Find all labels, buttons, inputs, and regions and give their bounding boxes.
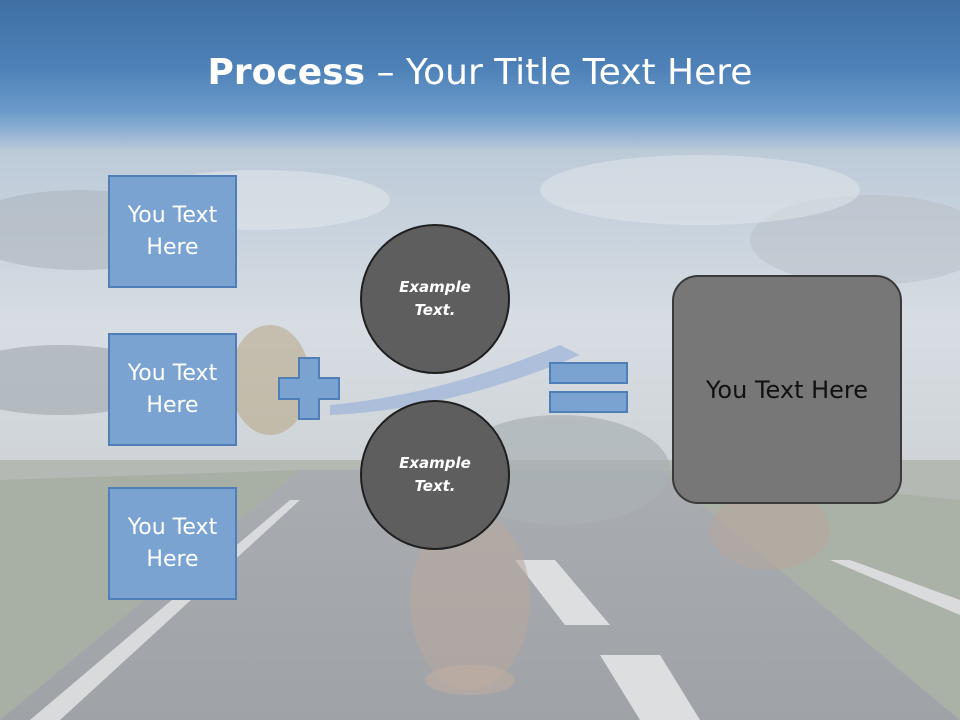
text-box-1[interactable]: You Text Here bbox=[108, 175, 237, 288]
plus-icon bbox=[278, 357, 340, 420]
title-rest: – Your Title Text Here bbox=[365, 52, 753, 93]
example-circle-2[interactable]: Example Text. bbox=[360, 400, 510, 550]
equals-icon bbox=[549, 362, 628, 413]
slide-title: Process – Your Title Text Here bbox=[0, 52, 960, 93]
title-bold: Process bbox=[207, 52, 366, 93]
text-box-3[interactable]: You Text Here bbox=[108, 487, 237, 600]
result-box[interactable]: You Text Here bbox=[672, 275, 902, 504]
title-bar bbox=[0, 0, 960, 150]
text-box-2[interactable]: You Text Here bbox=[108, 333, 237, 446]
example-circle-1[interactable]: Example Text. bbox=[360, 224, 510, 374]
